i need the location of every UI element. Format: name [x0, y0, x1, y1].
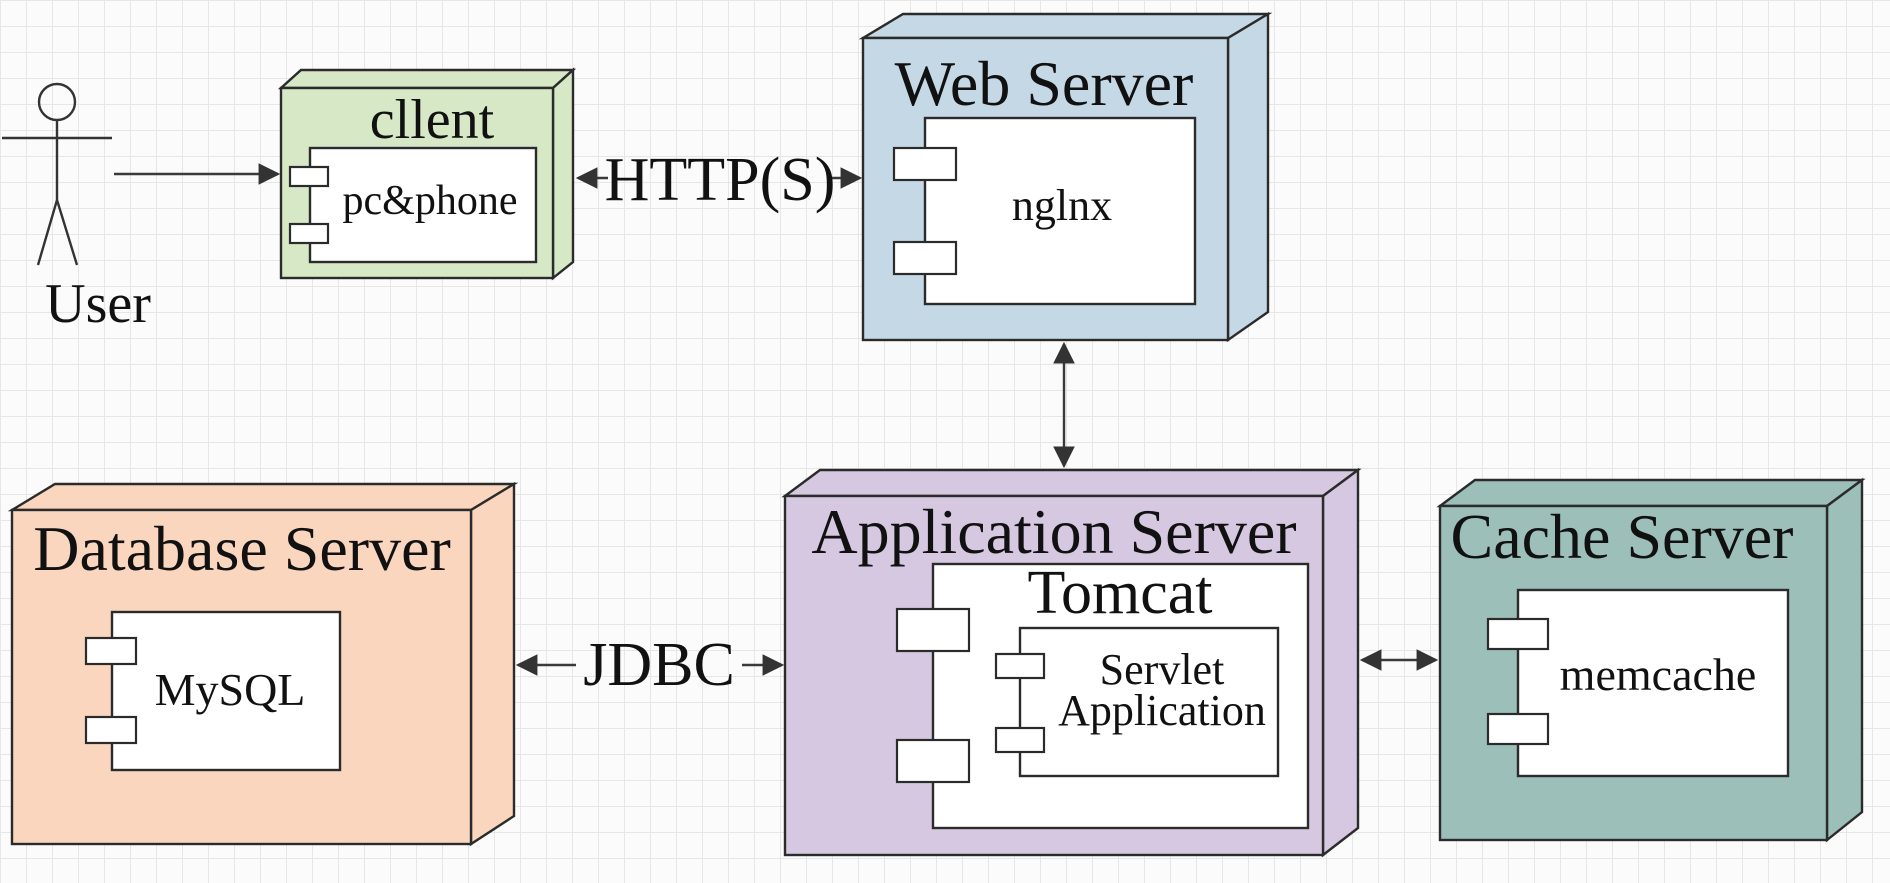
tomcat-container-port-top	[895, 607, 971, 653]
actor-right-leg	[55, 199, 79, 266]
cache-server-node: Cache Server memcache	[1436, 477, 1866, 843]
client-component-box	[308, 146, 538, 264]
database-server-title: Database Server	[33, 513, 451, 584]
database-server-component: MySQL	[84, 610, 342, 772]
database-server-node: Database Server MySQL	[7, 481, 519, 847]
database-server-component-port-top	[84, 636, 138, 666]
cache-server-component-box	[1516, 588, 1790, 778]
tomcat-container-label: Tomcat	[1027, 559, 1212, 627]
actor-label: User	[45, 273, 151, 335]
cache-server-component: memcache	[1486, 588, 1790, 778]
database-server-node-side	[469, 481, 516, 847]
application-server-node-side	[1321, 467, 1360, 858]
client-component-port-top	[288, 165, 330, 188]
servlet-component-box	[1018, 626, 1280, 778]
database-server-node-top	[7, 482, 519, 512]
database-server-component-box	[110, 610, 342, 772]
client-component-label: pc&phone	[343, 178, 518, 224]
cache-server-component-port-top	[1486, 617, 1550, 651]
tomcat-container: Tomcat Servlet Application	[895, 559, 1310, 830]
client-node-title: cllent	[370, 89, 495, 151]
web-server-node-top	[858, 12, 1273, 40]
database-server-component-port-bottom	[84, 715, 138, 745]
cache-server-component-port-bottom	[1486, 712, 1550, 746]
application-server-node: Application Server Tomcat Servlet Applic…	[781, 467, 1362, 858]
web-server-component: nglnx	[892, 116, 1197, 306]
servlet-component-label-line1: Servlet	[1100, 645, 1225, 694]
cache-server-node-side	[1825, 477, 1864, 843]
client-component: pc&phone	[288, 146, 538, 264]
servlet-component: Servlet Application	[994, 626, 1280, 778]
actor-head	[37, 82, 77, 122]
client-node-side	[551, 67, 575, 281]
tomcat-container-port-bottom	[895, 738, 971, 784]
application-server-node-top	[781, 468, 1362, 498]
actor-left-leg	[36, 199, 59, 266]
web-server-node-side	[1226, 11, 1270, 343]
cache-server-component-label: memcache	[1560, 649, 1757, 700]
servlet-component-port-bottom	[994, 726, 1046, 754]
client-component-port-bottom	[288, 222, 330, 245]
http-connection-label: HTTP(S)	[605, 146, 836, 214]
application-server-title: Application Server	[811, 496, 1296, 567]
web-server-title: Web Server	[895, 48, 1194, 119]
database-server-component-label: MySQL	[155, 664, 306, 715]
web-server-component-box	[923, 116, 1197, 306]
web-server-component-label: nglnx	[1012, 181, 1112, 230]
cache-server-title: Cache Server	[1451, 501, 1794, 572]
user-actor: User	[2, 82, 151, 335]
client-node-top	[277, 68, 577, 90]
servlet-component-label-line2: Application	[1058, 686, 1266, 735]
servlet-component-port-top	[994, 652, 1046, 680]
web-server-component-port-top	[892, 146, 958, 182]
client-node: cllent pc&phone	[277, 67, 577, 281]
jdbc-connection-label: JDBC	[583, 631, 735, 699]
web-server-node: Web Server nglnx	[858, 11, 1273, 343]
web-server-component-port-bottom	[892, 240, 958, 276]
